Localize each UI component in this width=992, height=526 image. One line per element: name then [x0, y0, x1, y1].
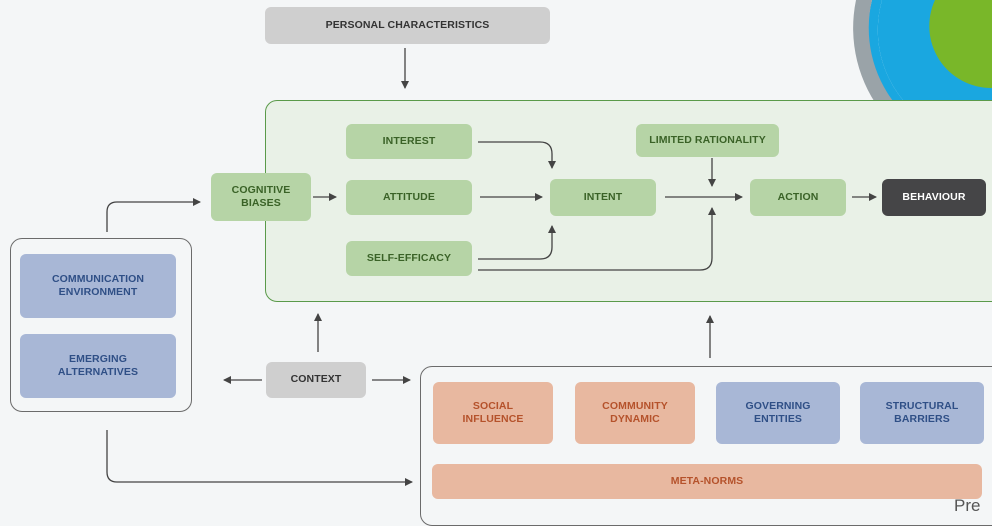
context-box: CONTEXT	[266, 362, 366, 398]
emerging-alternatives-label: EMERGING ALTERNATIVES	[57, 352, 139, 378]
action-label: ACTION	[777, 190, 819, 203]
cognitive-biases-label: COGNITIVE BIASES	[231, 183, 291, 209]
footer-text: Pre	[954, 496, 981, 515]
governing-entities-box: GOVERNING ENTITIES	[716, 382, 840, 444]
context-label: CONTEXT	[290, 373, 342, 386]
interest-label: INTEREST	[382, 134, 436, 147]
communication-environment-label: COMMUNICATION ENVIRONMENT	[51, 272, 145, 298]
social-influence-label: SOCIAL INFLUENCE	[462, 399, 524, 425]
community-dynamic-box: COMMUNITY DYNAMIC	[575, 382, 695, 444]
attitude-box: ATTITUDE	[346, 180, 472, 215]
limited-rationality-label: LIMITED RATIONALITY	[649, 133, 766, 146]
intent-label: INTENT	[583, 190, 623, 203]
personal-characteristics-box: PERSONAL CHARACTERISTICS	[265, 7, 550, 44]
self-efficacy-label: SELF-EFFICACY	[366, 251, 452, 264]
structural-barriers-label: STRUCTURAL BARRIERS	[885, 399, 959, 425]
behaviour-label: BEHAVIOUR	[902, 190, 966, 203]
behaviour-box: BEHAVIOUR	[882, 179, 986, 216]
limited-rationality-box: LIMITED RATIONALITY	[636, 124, 779, 157]
meta-norms-label: META-NORMS	[670, 474, 744, 487]
social-influence-box: SOCIAL INFLUENCE	[433, 382, 553, 444]
intent-box: INTENT	[550, 179, 656, 216]
cognitive-biases-box: COGNITIVE BIASES	[211, 173, 311, 221]
self-efficacy-box: SELF-EFFICACY	[346, 241, 472, 276]
meta-norms-box: META-NORMS	[432, 464, 982, 499]
personal-characteristics-label: PERSONAL CHARACTERISTICS	[325, 18, 490, 31]
community-dynamic-label: COMMUNITY DYNAMIC	[602, 399, 668, 425]
action-box: ACTION	[750, 179, 846, 216]
interest-box: INTEREST	[346, 124, 472, 159]
governing-entities-label: GOVERNING ENTITIES	[745, 399, 811, 425]
structural-barriers-box: STRUCTURAL BARRIERS	[860, 382, 984, 444]
emerging-alternatives-box: EMERGING ALTERNATIVES	[20, 334, 176, 398]
communication-environment-box: COMMUNICATION ENVIRONMENT	[20, 254, 176, 318]
attitude-label: ATTITUDE	[383, 190, 435, 203]
